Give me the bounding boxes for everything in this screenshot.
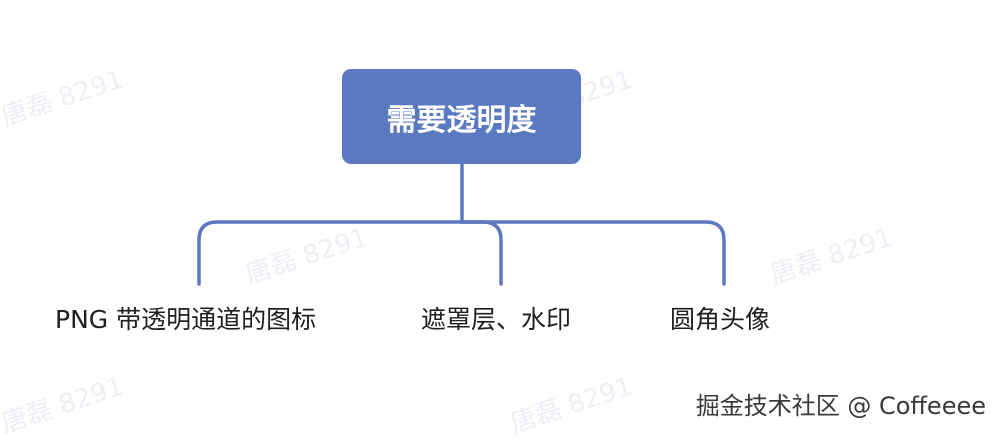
- root-node-label: 需要透明度: [386, 102, 537, 138]
- child-node-label: 圆角头像: [670, 305, 771, 334]
- connector-branch-left: [197, 220, 464, 286]
- connector-branch-right: [460, 220, 726, 286]
- connector-branch-middle: [460, 220, 503, 286]
- root-node: 需要透明度: [342, 69, 581, 164]
- child-node-label: 遮罩层、水印: [421, 305, 572, 334]
- child-node-label: PNG 带透明通道的图标: [55, 305, 317, 334]
- footer-credit: 掘金技术社区 @ Coffeeee: [695, 392, 986, 420]
